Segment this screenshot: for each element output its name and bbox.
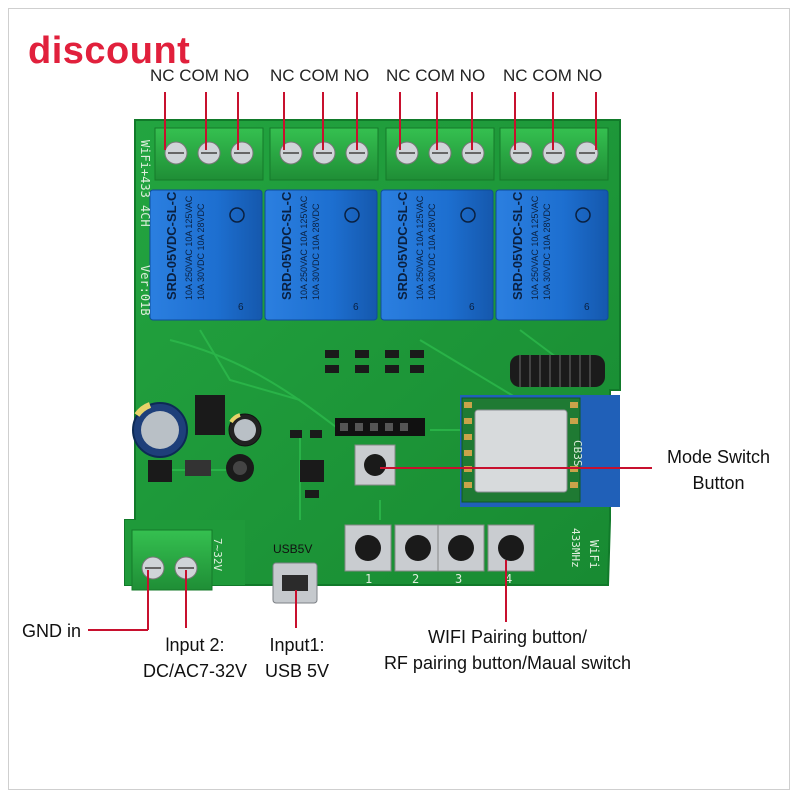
image-frame (8, 8, 790, 790)
svg-text:10A 30VDC 10A 28VDC: 10A 30VDC 10A 28VDC (542, 203, 552, 300)
relay-channel-4 (495, 127, 609, 321)
svg-text:SRD-05VDC-SL-C: SRD-05VDC-SL-C (279, 191, 294, 300)
svg-text:6: 6 (238, 302, 244, 313)
svg-text:6: 6 (353, 302, 359, 313)
relay-print-3: SRD-05VDC-SL-C 10A 250VAC 10A 125VAC 10A… (395, 191, 437, 300)
svg-text:10A 250VAC 10A 125VAC: 10A 250VAC 10A 125VAC (415, 195, 425, 300)
svg-text:10A 30VDC 10A 28VDC: 10A 30VDC 10A 28VDC (427, 203, 437, 300)
svg-text:2: 2 (412, 572, 419, 586)
svg-text:6: 6 (469, 302, 475, 313)
svg-text:10A 250VAC 10A 125VAC: 10A 250VAC 10A 125VAC (184, 195, 194, 300)
power-terminal (131, 529, 213, 591)
terminal-label-ch2: NC COM NO (270, 66, 370, 85)
usb-silk-label: USB5V (273, 542, 312, 556)
svg-text:SRD-05VDC-SL-C: SRD-05VDC-SL-C (395, 191, 410, 300)
terminal-label-ch3: NC COM NO (386, 66, 486, 85)
terminal-label-ch4: NC COM NO (503, 66, 603, 85)
svg-text:4: 4 (505, 572, 512, 586)
rf-antenna-coil (510, 355, 605, 387)
callout-gnd: GND in (22, 621, 82, 641)
svg-text:WiFi+433 4CH: WiFi+433 4CH (138, 140, 152, 227)
svg-text:433MHz: 433MHz (569, 528, 582, 568)
svg-text:10A 250VAC 10A 125VAC: 10A 250VAC 10A 125VAC (299, 195, 309, 300)
wifi-module: CB3S (460, 395, 620, 507)
callout-mode-switch: Mode Switch Button (656, 444, 781, 496)
usb-connector (272, 562, 318, 604)
callout-input1: Input1: USB 5V (252, 632, 342, 684)
svg-text:3: 3 (455, 572, 462, 586)
svg-text:SRD-05VDC-SL-C: SRD-05VDC-SL-C (510, 191, 525, 300)
mode-switch-button (354, 444, 396, 486)
callout-input2-line1: lnput 2: (165, 635, 225, 655)
rf-silk: 433MHz (569, 528, 582, 568)
inductor (226, 454, 254, 482)
relay-pin-labels: 6 6 6 6 (238, 302, 590, 313)
wifi-silk: WiFi (587, 540, 601, 569)
callout-pairing-line2: RF pairing button/Maual switch (383, 653, 632, 673)
discount-watermark: discount (28, 30, 191, 72)
smd-components (148, 350, 424, 498)
relay-print-1: SRD-05VDC-SL-C 10A 250VAC 10A 125VAC 10A… (164, 191, 206, 300)
svg-text:10A 30VDC 10A 28VDC: 10A 30VDC 10A 28VDC (311, 203, 321, 300)
relay-channel-2 (264, 127, 379, 321)
callout-input2-line2: DC/AC7-32V (142, 661, 248, 681)
callout-pairing-line1: WIFI Pairing button/ (427, 627, 588, 647)
voltage-silk: 7~32V (211, 538, 224, 571)
relay-channel-1 (149, 127, 264, 321)
callout-input1-line2: USB 5V (264, 661, 330, 681)
callout-mode-switch-line1: Mode Switch (666, 447, 771, 467)
callout-mode-switch-line2: Button (692, 473, 745, 493)
svg-text:7~32V: 7~32V (211, 538, 224, 571)
terminal-label-ch1: NC COM NO (150, 66, 250, 85)
svg-text:Ver:01B: Ver:01B (138, 265, 152, 316)
relay-print-2: SRD-05VDC-SL-C 10A 250VAC 10A 125VAC 10A… (279, 191, 321, 300)
relay-channel-3 (380, 127, 495, 321)
callout-input1-line1: Input1: (269, 635, 325, 655)
svg-text:CB3S: CB3S (571, 440, 584, 467)
capacitor-small (228, 413, 262, 447)
channel-buttons (344, 524, 535, 572)
callout-pairing: WIFI Pairing button/ RF pairing button/M… (355, 624, 660, 676)
svg-text:10A 30VDC 10A 28VDC: 10A 30VDC 10A 28VDC (196, 203, 206, 300)
relay-logo-marks (229, 207, 591, 223)
svg-text:WiFi: WiFi (587, 540, 601, 569)
board-version-silk: Ver:01B (138, 265, 152, 316)
capacitor-large (132, 402, 188, 458)
svg-text:10A 250VAC 10A 125VAC: 10A 250VAC 10A 125VAC (530, 195, 540, 300)
svg-text:6: 6 (584, 302, 590, 313)
relay-print-4: SRD-05VDC-SL-C 10A 250VAC 10A 125VAC 10A… (510, 191, 552, 300)
svg-text:1: 1 (365, 572, 372, 586)
board-model-silk: WiFi+433 4CH (138, 140, 152, 227)
pin-header (335, 418, 425, 436)
callout-input2: lnput 2: DC/AC7-32V (130, 632, 260, 684)
svg-text:SRD-05VDC-SL-C: SRD-05VDC-SL-C (164, 191, 179, 300)
callout-lines (88, 92, 652, 631)
button-number-labels: 1 2 3 4 (365, 572, 512, 586)
